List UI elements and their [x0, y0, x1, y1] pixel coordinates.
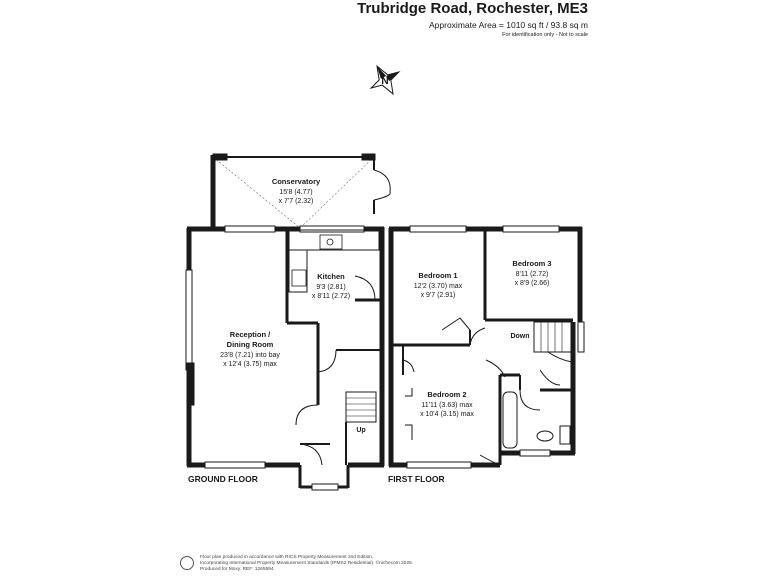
first-floor-label: FIRST FLOOR — [388, 474, 445, 484]
conservatory-dim2: x 7'7 (2.32) — [279, 198, 314, 205]
bedroom1-name: Bedroom 1 — [418, 271, 457, 280]
compass-letter: N — [381, 76, 388, 87]
ground-floor-label: GROUND FLOOR — [188, 474, 258, 484]
kitchen-name: Kitchen — [317, 272, 345, 281]
room-label-conservatory: Conservatory 15'8 (4.77) x 7'7 (2.32) — [272, 177, 321, 205]
reception-dim2: x 12'4 (3.75) max — [223, 361, 277, 368]
identification-note: For identification only - Not to scale — [502, 32, 588, 38]
bedroom2-name: Bedroom 2 — [427, 390, 466, 399]
bedroom1-dim1: 12'2 (3.70) max — [414, 283, 463, 290]
footer-line-1: Floor plan produced in accordance with R… — [200, 555, 374, 560]
property-title: Trubridge Road, Rochester, ME3 — [357, 0, 588, 17]
footer-credits: Floor plan produced in accordance with R… — [200, 555, 413, 573]
stairs-up-label: Up — [356, 427, 365, 434]
kitchen-dim1: 9'3 (2.81) — [316, 284, 345, 291]
bedroom2-dim1: 11'11 (3.63) max — [421, 402, 473, 409]
room-label-bedroom3: Bedroom 3 8'11 (2.72) x 8'9 (2.66) — [512, 259, 551, 287]
footer-line-2: Incorporating International Property Mea… — [200, 561, 414, 566]
room-label-bedroom2: Bedroom 2 11'11 (3.63) max x 10'4 (3.15)… — [420, 390, 474, 418]
stairs-down-label: Down — [510, 333, 529, 340]
compass-icon: N — [369, 64, 401, 96]
conservatory-dim1: 15'8 (4.77) — [279, 189, 312, 196]
ground-floor-walls — [185, 153, 391, 491]
bedroom3-dim2: x 8'9 (2.66) — [515, 280, 550, 287]
bedroom1-dim2: x 9'7 (2.91) — [421, 292, 456, 299]
room-label-reception: Reception / Dining Room 23'8 (7.21) into… — [220, 330, 280, 368]
first-floor-walls — [388, 225, 585, 469]
room-label-bedroom1: Bedroom 1 12'2 (3.70) max x 9'7 (2.91) — [414, 271, 463, 299]
reception-name2: Dining Room — [227, 340, 274, 349]
approximate-area: Approximate Area = 1010 sq ft / 93.8 sq … — [429, 20, 588, 30]
bedroom3-name: Bedroom 3 — [512, 259, 551, 268]
room-label-kitchen: Kitchen 9'3 (2.81) x 8'11 (2.72) — [312, 272, 350, 300]
reception-dim1: 23'8 (7.21) into bay — [220, 352, 280, 359]
bedroom3-dim1: 8'11 (2.72) — [516, 271, 549, 278]
bedroom2-dim2: x 10'4 (3.15) max — [420, 411, 474, 418]
reception-name1: Reception / — [230, 330, 271, 339]
conservatory-name: Conservatory — [272, 177, 321, 186]
kitchen-dim2: x 8'11 (2.72) — [312, 293, 350, 300]
rics-logo-icon — [180, 556, 194, 570]
footer-line-3: Produced for Moxy. REF: 1265594 — [200, 567, 274, 572]
